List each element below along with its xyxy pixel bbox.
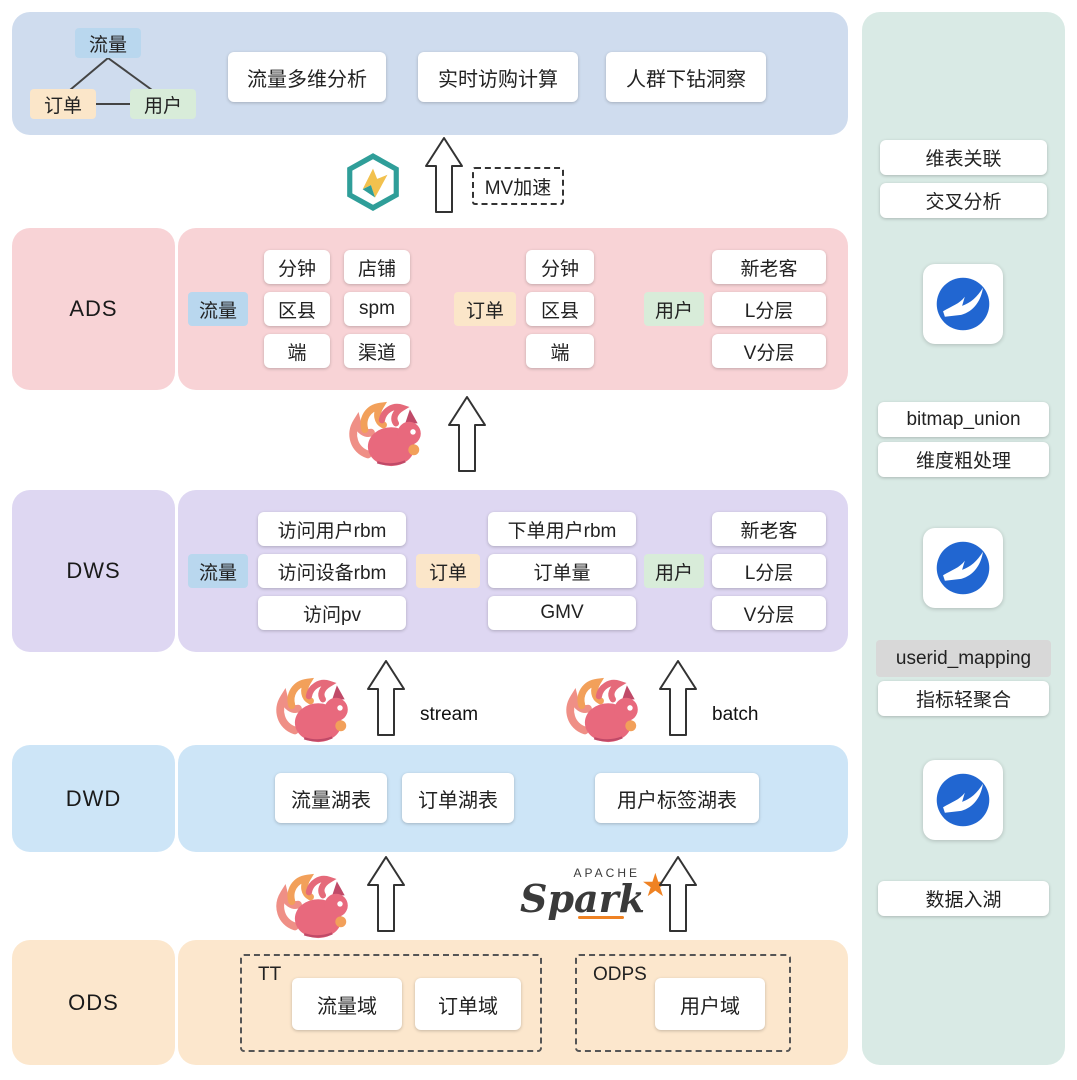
sidebar-item-bitmap-union: bitmap_union <box>878 402 1049 437</box>
dws-traffic-item: 访问pv <box>258 596 406 630</box>
batch-label: batch <box>712 704 759 725</box>
dws-order-item: 订单量 <box>488 554 636 588</box>
hologres-icon <box>342 150 404 212</box>
right-sidebar: 维表关联 交叉分析 bitmap_union 维度粗处理 userid_mapp… <box>862 12 1065 1065</box>
ads-traffic-item: 分钟 <box>264 250 330 284</box>
tree-connector-lines <box>69 57 153 105</box>
ads-order-item: 端 <box>526 334 594 368</box>
mv-acceleration-label: MV加速 <box>472 167 564 205</box>
ads-user-item: 新老客 <box>712 250 826 284</box>
ads-order-item: 区县 <box>526 292 594 326</box>
ads-traffic-badge: 流量 <box>188 292 248 326</box>
layer-content-ads: 流量 分钟 店铺 区县 spm 端 渠道 订单 分钟 区县 端 用户 新老客 L… <box>178 228 848 390</box>
tree-node-user: 用户 <box>130 89 196 119</box>
ods-odps-zone-label: ODPS <box>593 964 647 985</box>
sidebar-item-dim-coarse: 维度粗处理 <box>878 442 1049 477</box>
ods-tt-item-traffic-domain: 流量域 <box>292 978 402 1030</box>
ods-tt-zone-label: TT <box>258 964 282 985</box>
banner-box-realtime-purchase: 实时访购计算 <box>418 52 578 102</box>
flink-icon <box>272 676 352 746</box>
up-arrow-icon <box>367 660 405 736</box>
spark-name-text: Spark <box>520 876 645 921</box>
dws-user-item: V分层 <box>712 596 826 630</box>
flink-icon <box>272 872 352 942</box>
ods-odps-item-user-domain: 用户域 <box>655 978 765 1030</box>
layer-label-ods: ODS <box>12 940 175 1065</box>
dws-traffic-item: 访问用户rbm <box>258 512 406 546</box>
top-banner: 流量 订单 用户 流量多维分析 实时访购计算 人群下钻洞察 <box>12 12 848 135</box>
ads-traffic-item: 店铺 <box>344 250 410 284</box>
layer-content-dws: 流量 访问用户rbm 访问设备rbm 访问pv 订单 下单用户rbm 订单量 G… <box>178 490 848 652</box>
ods-tt-zone: TT <box>240 954 542 1052</box>
dws-user-item: 新老客 <box>712 512 826 546</box>
dws-user-item: L分层 <box>712 554 826 588</box>
layer-label-dws: DWS <box>12 490 175 652</box>
dws-traffic-badge: 流量 <box>188 554 248 588</box>
stream-label: stream <box>420 704 479 725</box>
tree-node-order: 订单 <box>30 89 96 119</box>
up-arrow-icon <box>367 856 405 932</box>
ads-user-item: L分层 <box>712 292 826 326</box>
ads-order-item: 分钟 <box>526 250 594 284</box>
ads-order-badge: 订单 <box>454 292 516 326</box>
layer-label-dwd: DWD <box>12 745 175 852</box>
dws-traffic-item: 访问设备rbm <box>258 554 406 588</box>
sidebar-item-data-into-lake: 数据入湖 <box>878 881 1049 916</box>
sidebar-item-dim-join: 维表关联 <box>880 140 1047 175</box>
layer-content-dwd: 流量湖表 订单湖表 用户标签湖表 <box>178 745 848 852</box>
spark-logo: APACHE Spark★ <box>520 866 670 921</box>
dwd-item-user-tag-lake: 用户标签湖表 <box>595 773 759 823</box>
spark-apache-text: APACHE <box>573 866 640 880</box>
blue-bird-icon <box>923 760 1003 840</box>
up-arrow-icon <box>659 856 697 932</box>
ads-traffic-item: 渠道 <box>344 334 410 368</box>
ads-traffic-item: 端 <box>264 334 330 368</box>
ads-traffic-item: 区县 <box>264 292 330 326</box>
tree-node-traffic: 流量 <box>75 28 141 58</box>
dws-order-item: GMV <box>488 596 636 630</box>
ads-user-item: V分层 <box>712 334 826 368</box>
ads-user-badge: 用户 <box>644 292 704 326</box>
up-arrow-icon <box>448 396 486 472</box>
dws-user-badge: 用户 <box>644 554 704 588</box>
blue-bird-icon <box>923 528 1003 608</box>
ads-traffic-item: spm <box>344 292 410 326</box>
ods-tt-item-order-domain: 订单域 <box>415 978 521 1030</box>
sidebar-item-userid-mapping: userid_mapping <box>876 640 1051 677</box>
ods-odps-zone: ODPS <box>575 954 791 1052</box>
dwd-item-order-lake: 订单湖表 <box>402 773 514 823</box>
up-arrow-icon <box>425 137 463 213</box>
flink-icon <box>345 400 425 470</box>
sidebar-item-cross-analysis: 交叉分析 <box>880 183 1047 218</box>
banner-box-traffic-analysis: 流量多维分析 <box>228 52 386 102</box>
blue-bird-icon <box>923 264 1003 344</box>
dwd-item-traffic-lake: 流量湖表 <box>275 773 387 823</box>
layer-label-ads: ADS <box>12 228 175 390</box>
dws-order-badge: 订单 <box>416 554 480 588</box>
banner-box-crowd-drilldown: 人群下钻洞察 <box>606 52 766 102</box>
layer-content-ods: TT 流量域 订单域 ODPS 用户域 <box>178 940 848 1065</box>
flink-icon <box>562 676 642 746</box>
sidebar-item-metric-light-agg: 指标轻聚合 <box>878 681 1049 716</box>
up-arrow-icon <box>659 660 697 736</box>
spark-underline <box>578 916 624 919</box>
dws-order-item: 下单用户rbm <box>488 512 636 546</box>
